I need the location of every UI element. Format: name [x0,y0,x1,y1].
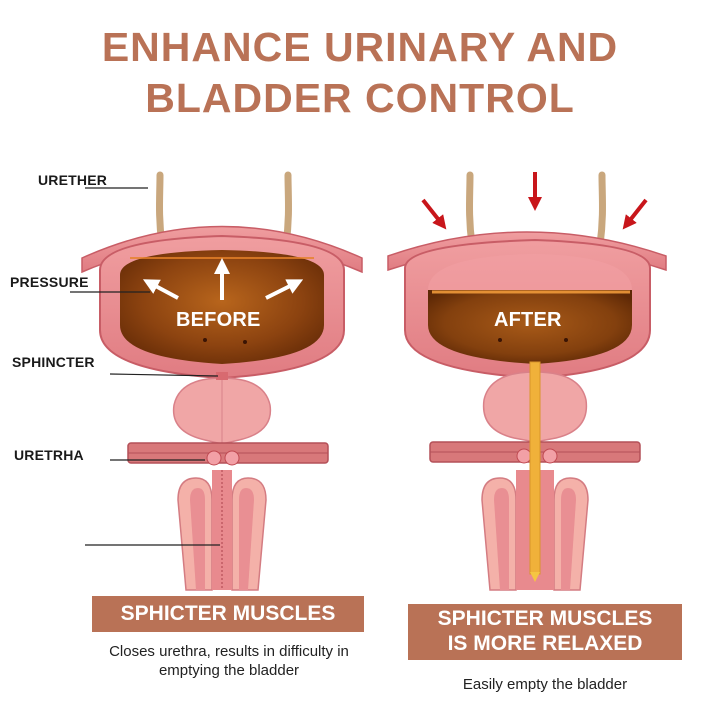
corpus-inner-right [239,488,254,590]
bladder-fluid [428,290,632,364]
compression-arrow-right [622,198,648,230]
ureteral-orifice-right [243,340,247,344]
before-state-label: BEFORE [176,309,261,331]
title-line-1: ENHANCE URINARY AND [101,24,619,70]
after-description: Easily empty the bladder [462,676,628,693]
urine-stream-tip [530,572,540,582]
label-urether: URETHER [38,172,108,188]
pressure-arrow-right [265,279,304,300]
after-banner: SPHICTER MUSCLES IS MORE RELAXED [408,604,682,660]
external-sphincter-left [206,450,222,466]
after-banner-line-2: IS MORE RELAXED [447,632,643,655]
bladder-empty-space [428,254,632,290]
ureteral-orifice-right [564,338,568,342]
after-state-label: AFTER [494,309,562,331]
ureter-left [466,171,476,249]
after-diagram [387,171,667,591]
before-description: Closes urethra, results in difficulty in… [109,643,349,679]
ureteral-orifice-left [498,338,502,342]
corpus-inner-right [561,488,576,590]
bladder-fluid [120,250,324,364]
pressure-arrow-left [142,279,179,300]
before-diagram [70,171,363,591]
before-banner-text: SPHICTER MUSCLES [120,602,336,625]
external-sphincter-left [516,448,532,464]
ureter-right [596,171,606,249]
label-sphincter: SPHINCTER [12,354,95,370]
label-uretrha: URETRHA [14,447,84,463]
urine-stream [529,361,541,575]
corpus-inner-left [190,488,205,590]
compression-arrow-left [421,198,447,230]
page-title: ENHANCE URINARY AND BLADDER CONTROL [0,22,720,124]
title-line-2: BLADDER CONTROL [145,75,575,121]
external-sphincter-right [542,448,558,464]
after-banner-line-1: SPHICTER MUSCLES [437,607,653,630]
corpus-inner-left [494,488,509,590]
leader-sphincter [109,373,219,377]
label-pressure: PRESSURE [10,274,89,290]
external-sphincter-right [224,450,240,466]
sphincter-closed [216,372,228,380]
before-banner: SPHICTER MUSCLES [92,596,364,632]
ureteral-orifice-left [203,338,207,342]
